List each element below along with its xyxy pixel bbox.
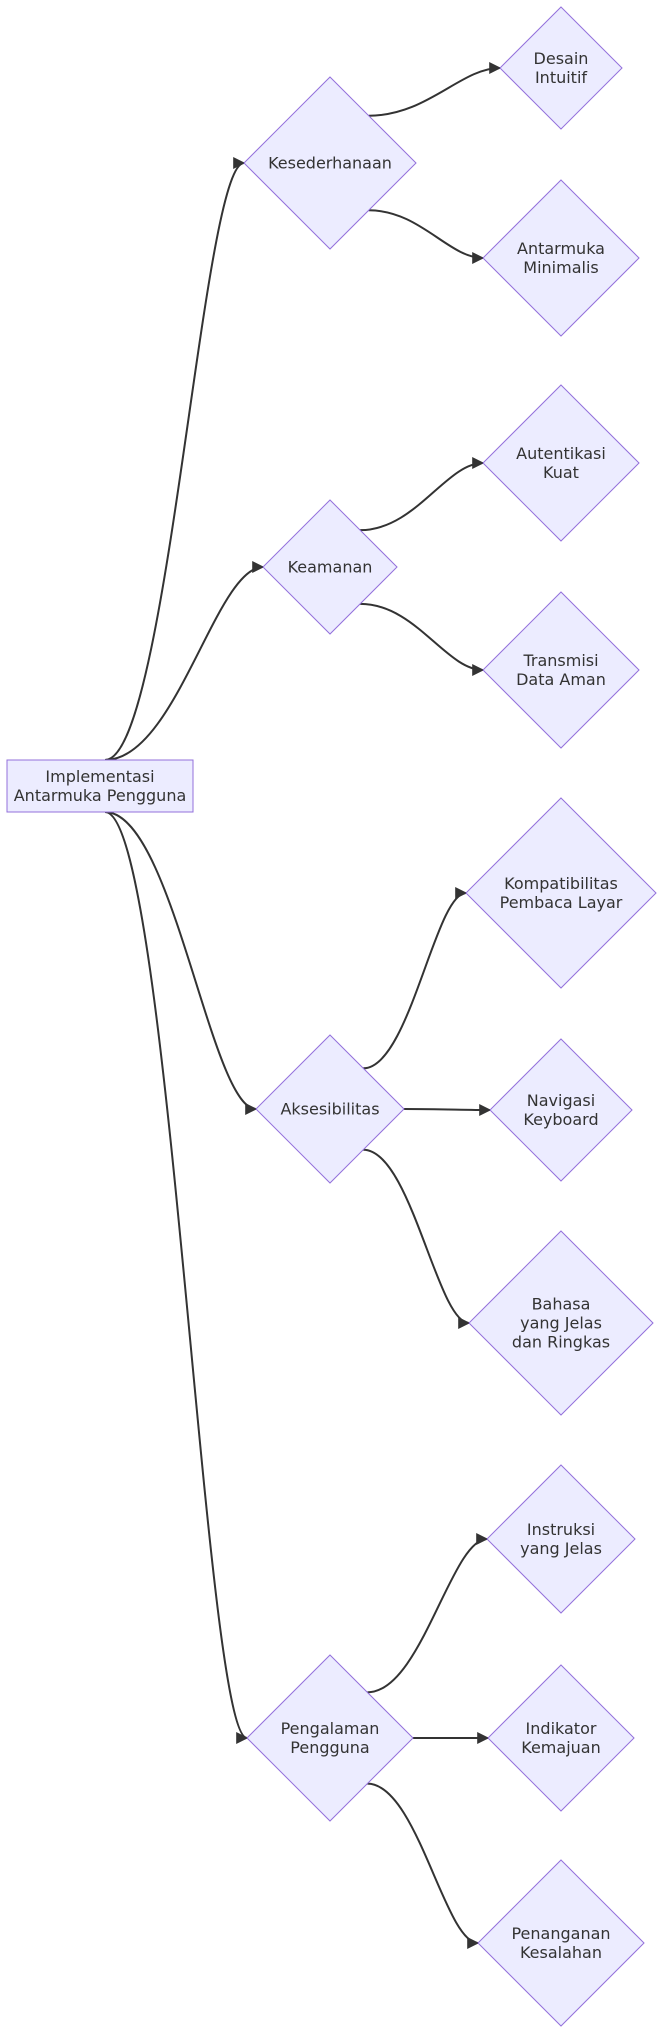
autentikasi-kuat-diamond-shape	[482, 384, 640, 542]
navigasi-keyboard-label-line: Navigasi	[527, 1091, 595, 1110]
bahasa-jelas-ringkas-label-line: dan Ringkas	[512, 1333, 610, 1352]
keamanan-label-line: Keamanan	[288, 558, 373, 577]
instruksi-jelas-label-line: Instruksi	[527, 1520, 595, 1539]
edge-pengalaman-pengguna-to-instruksi-jelas	[367, 1533, 489, 1694]
edge-aksesibilitas-to-navigasi-keyboard	[403, 1103, 492, 1116]
edge-kesederhanaan-to-desain-intuitif	[368, 62, 502, 117]
edge-root-to-kesederhanaan	[104, 157, 246, 761]
bahasa-jelas-ringkas-diamond-shape	[468, 1230, 654, 1416]
instruksi-jelas-diamond-shape	[486, 1464, 636, 1614]
aksesibilitas-diamond-shape	[255, 1034, 405, 1184]
edge-pengalaman-pengguna-to-penanganan-kesalahan	[367, 1782, 480, 1949]
edge-root-to-keamanan	[104, 561, 265, 761]
root-label-line: Antarmuka Pengguna	[14, 786, 187, 805]
edge-root-to-aksesibilitas	[104, 811, 258, 1115]
edge-aksesibilitas-to-kompatibilitas-pembaca-layar	[363, 887, 468, 1070]
kesederhanaan-label-line: Kesederhanaan	[268, 154, 392, 173]
autentikasi-kuat-label-line: Autentikasi	[516, 444, 606, 463]
navigasi-keyboard-diamond-shape	[489, 1038, 633, 1182]
node-kesederhanaan: Kesederhanaan	[243, 76, 417, 250]
edge-root-to-pengalaman-pengguna	[104, 811, 249, 1744]
edge-keamanan-to-transmisi-data-aman	[360, 602, 485, 676]
penanganan-kesalahan-label-line: Kesalahan	[520, 1943, 602, 1962]
bahasa-jelas-ringkas-label-line: Bahasa	[532, 1295, 591, 1314]
kompatibilitas-pembaca-layar-label-line: Pembaca Layar	[500, 893, 623, 912]
edge-kesederhanaan-to-antarmuka-minimalis	[368, 209, 485, 264]
antarmuka-minimalis-diamond-shape	[482, 179, 640, 337]
bahasa-jelas-ringkas-label-line: yang Jelas	[520, 1314, 602, 1333]
keamanan-diamond-shape	[262, 499, 398, 635]
antarmuka-minimalis-label-line: Minimalis	[523, 258, 598, 277]
instruksi-jelas-label-line: yang Jelas	[520, 1539, 602, 1558]
edge-keamanan-to-autentikasi-kuat	[360, 457, 485, 532]
transmisi-data-aman-diamond-shape	[482, 591, 640, 749]
penanganan-kesalahan-label-line: Penanganan	[511, 1924, 610, 1943]
pengalaman-pengguna-diamond-shape	[246, 1654, 414, 1822]
indikator-kemajuan-label-line: Indikator	[526, 1719, 597, 1738]
kesederhanaan-diamond-shape	[243, 76, 417, 250]
navigasi-keyboard-label-line: Keyboard	[523, 1110, 598, 1129]
root-label-line: Implementasi	[45, 767, 154, 786]
pengalaman-pengguna-label-line: Pengguna	[290, 1738, 369, 1757]
autentikasi-kuat-label-line: Kuat	[543, 463, 579, 482]
desain-intuitif-label-line: Desain	[534, 49, 589, 68]
root-rectangle-shape	[6, 759, 194, 813]
edge-aksesibilitas-to-bahasa-jelas-ringkas	[363, 1148, 471, 1329]
penanganan-kesalahan-diamond-shape	[477, 1859, 645, 2027]
edge-layer	[104, 62, 502, 1949]
kompatibilitas-pembaca-layar-diamond-shape	[465, 797, 657, 989]
antarmuka-minimalis-label-line: Antarmuka	[517, 239, 605, 258]
indikator-kemajuan-label-line: Kemajuan	[521, 1738, 600, 1757]
node-keamanan: Keamanan	[262, 499, 398, 635]
transmisi-data-aman-label-line: Data Aman	[516, 670, 606, 689]
kompatibilitas-pembaca-layar-label-line: Kompatibilitas	[504, 874, 618, 893]
desain-intuitif-diamond-shape	[499, 6, 623, 130]
desain-intuitif-label-line: Intuitif	[535, 68, 587, 87]
aksesibilitas-label-line: Aksesibilitas	[280, 1100, 379, 1119]
node-aksesibilitas: Aksesibilitas	[255, 1034, 405, 1184]
pengalaman-pengguna-label-line: Pengalaman	[281, 1719, 380, 1738]
transmisi-data-aman-label-line: Transmisi	[522, 651, 598, 670]
indikator-kemajuan-diamond-shape	[487, 1664, 635, 1812]
